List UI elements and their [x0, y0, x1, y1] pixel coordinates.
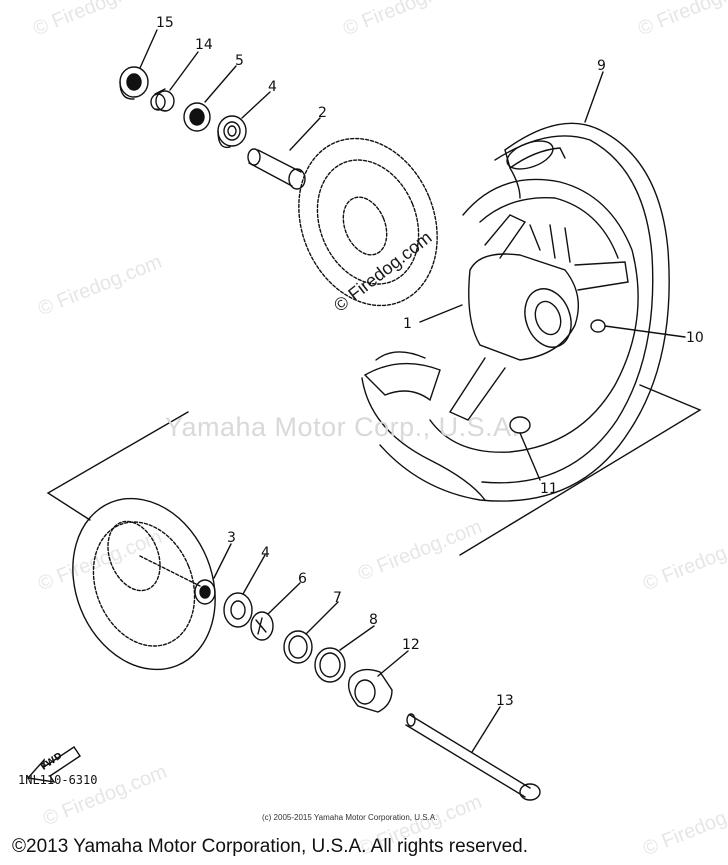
small-copyright: (c) 2005-2015 Yamaha Motor Corporation, …	[262, 813, 438, 822]
assembly-outline-right	[459, 384, 702, 556]
leader-3	[213, 543, 232, 579]
part-1-leader	[419, 304, 463, 323]
copyright-footer: ©2013 Yamaha Motor Corporation, U.S.A. A…	[12, 836, 528, 857]
callout-10: 10	[686, 330, 704, 346]
part-15-cap	[119, 66, 149, 100]
callout-15: 15	[156, 15, 174, 31]
part-3-seal	[194, 579, 216, 605]
callout-8: 8	[369, 612, 378, 628]
callout-5: 5	[235, 53, 244, 69]
part-14-collar	[150, 88, 175, 112]
lower-brake-disc	[72, 497, 216, 671]
part-8-seal	[314, 647, 346, 683]
leader-12	[377, 650, 409, 677]
leader-14	[169, 51, 199, 91]
callout-3: 3	[227, 530, 236, 546]
callout-6: 6	[298, 571, 307, 587]
leader-15	[139, 29, 158, 69]
part-7-ring	[283, 630, 313, 664]
callout-4b: 4	[261, 545, 270, 561]
diagram-code: 1NL110-6310	[18, 773, 98, 787]
part-9-wheel	[361, 122, 670, 502]
leader-13	[471, 706, 501, 753]
part-6-retainer	[250, 611, 274, 641]
leader-7	[305, 601, 339, 635]
leader-9	[584, 71, 604, 123]
leader-4b	[242, 554, 266, 595]
fwd-arrow	[26, 746, 81, 783]
leader-6	[267, 582, 301, 615]
leader-2	[289, 117, 321, 151]
part-13-axle	[405, 713, 541, 801]
part-4-bearing-lower	[223, 592, 253, 628]
callout-4: 4	[268, 79, 277, 95]
callout-13: 13	[496, 693, 514, 709]
part-11-balance-weight	[509, 416, 541, 481]
part-2-spacer	[247, 148, 306, 190]
upper-brake-disc	[298, 137, 438, 307]
part-4-bearing-upper	[217, 115, 247, 149]
leader-5	[204, 65, 237, 103]
callout-7: 7	[333, 590, 342, 606]
leader-8	[339, 625, 375, 651]
callout-14: 14	[195, 37, 213, 53]
center-watermark: Yamaha Motor Corp., U.S.A.	[165, 412, 520, 442]
callout-11: 11	[540, 481, 558, 497]
callout-12: 12	[402, 637, 420, 653]
part-12-gear-unit	[347, 668, 393, 713]
part-5-seal	[183, 102, 211, 132]
callout-9: 9	[597, 58, 606, 74]
callout-2: 2	[318, 105, 327, 121]
callout-1: 1	[403, 316, 412, 332]
leader-4	[241, 91, 271, 119]
assembly-outline	[46, 411, 189, 521]
part-10-valve	[590, 319, 686, 338]
